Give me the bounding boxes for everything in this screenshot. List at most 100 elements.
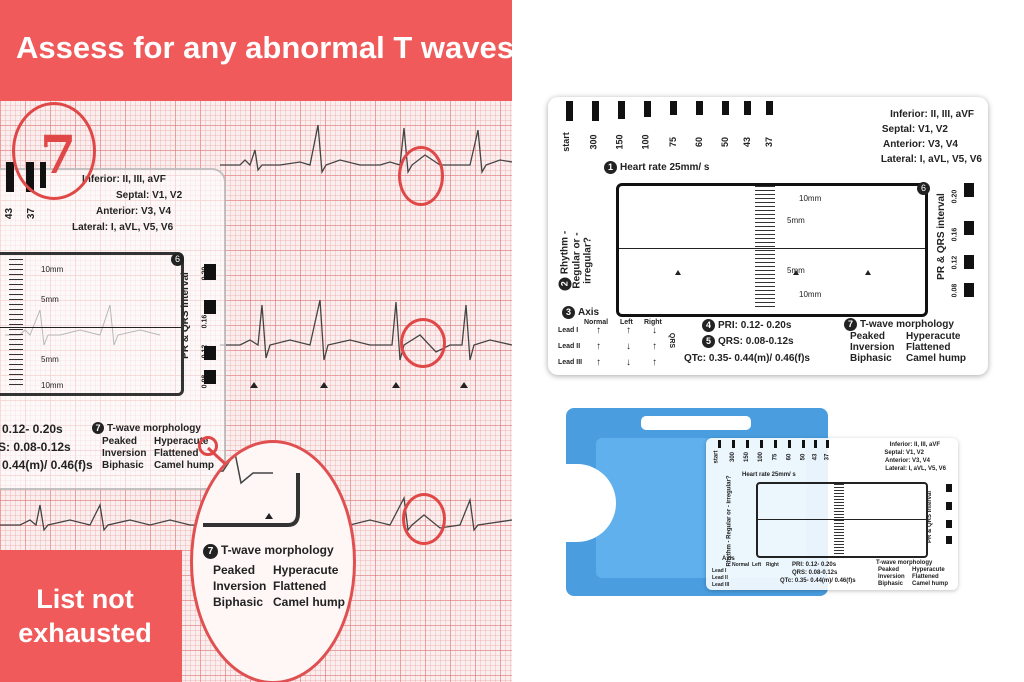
scale-label: 10mm [41, 381, 64, 390]
lead-lateral: Lateral: I, aVL, V5, V6 [880, 154, 982, 165]
lead-lateral: Lateral: I, aVL, V5, V6 [885, 466, 946, 472]
lead-inferior: Inferior: II, III, aVF [890, 109, 974, 120]
lead-inferior: Inferior: II, III, aVF [889, 442, 940, 448]
title-banner: Assess for any abnormal T waves [0, 0, 512, 101]
pri-partial: 0.12- 0.20s [2, 422, 63, 436]
ecg-ruler-card: start 300 150 100 75 60 50 43 37 Inferio… [548, 97, 988, 375]
axis-lead: Lead I [712, 568, 727, 574]
ecg-photo-panel: 43 37 Inferior: II, III, aVF Septal: V1,… [0, 0, 512, 682]
lead-septal: Septal: V1, V2 [884, 450, 924, 456]
qtc-value: QTc: 0.35- 0.44(m)/ 0.46(f)s [780, 578, 856, 584]
zoom-twave-item: Camel hump [273, 595, 346, 609]
ruler-bar [670, 101, 677, 115]
ruler-label: 300 [588, 134, 599, 150]
rhythm-box: 6 10mm 5mm 5mm 10mm [0, 252, 184, 396]
qrs-partial: S: 0.08-0.12s [0, 440, 71, 454]
ruler-bar [746, 440, 749, 448]
note-text: List not exhausted [18, 584, 152, 648]
circle-annotation-step [12, 102, 96, 200]
zoom-twave-item: Inversion [213, 579, 267, 593]
ruler-label: 75 [668, 136, 679, 148]
zoom-number-icon: 7 [203, 544, 218, 559]
ruler-bar [696, 101, 703, 115]
lead-septal: Septal: V1, V2 [116, 190, 183, 201]
scale-label: 5mm [787, 216, 805, 225]
ruler-bar [788, 440, 791, 448]
scale-ticks [755, 186, 775, 308]
circle-annotation-twave [402, 493, 446, 545]
zoom-card-outline [193, 451, 300, 527]
twave-item: Inversion [102, 448, 147, 459]
arrow-down-icon: ↓ [652, 325, 657, 336]
arrow-up-icon: ↑ [626, 325, 631, 336]
ruler-label: 100 [640, 134, 651, 150]
axis-header: Normal [584, 319, 609, 326]
handwritten-step-number: 7 [40, 125, 77, 186]
scale-label: 5mm [41, 295, 59, 304]
ecg-marker [460, 382, 468, 388]
ruler-bar [644, 101, 651, 117]
twave-item: Peaked [102, 436, 138, 447]
twave-item: Hyperacute [154, 436, 209, 447]
ruler-label: 37 [764, 136, 775, 148]
twave-item: Inversion [850, 342, 895, 353]
twave-item: Flattened [154, 448, 199, 459]
scale-label: 5mm [41, 355, 59, 364]
rhythm-box [756, 482, 928, 558]
ruler-label: 300 [730, 451, 737, 463]
axis-header: Right [644, 319, 662, 326]
side-value: 0.12 [951, 255, 959, 270]
axis-lead: Lead III [712, 582, 730, 588]
ruler-label: 43 [742, 136, 753, 148]
ruler-bar [718, 440, 721, 448]
side-bar [204, 346, 216, 360]
arrow-up-icon: ↑ [652, 341, 657, 352]
side-bar [946, 520, 952, 528]
twave-item: Biphasic [878, 581, 904, 587]
qrs-value: QRS: 0.08-0.12s [792, 570, 838, 576]
axis-header: Left [752, 562, 762, 568]
axis-lead: Lead II [712, 575, 728, 581]
side-bar [964, 255, 974, 269]
ruler-label: 60 [786, 453, 793, 461]
ruler-label: 43 [812, 453, 819, 461]
arrow-down-icon: ↓ [626, 357, 631, 368]
side-bar [204, 370, 216, 384]
side-value: 0.20 [951, 189, 959, 204]
ruler-bar [766, 101, 773, 115]
twave-item: Hyperacute [906, 331, 961, 342]
side-bar [204, 264, 216, 280]
box-marker [793, 270, 799, 275]
ecg-card-in-holder: start 300 150 100 75 60 50 43 37 Inferio… [706, 438, 958, 590]
ecg-trace-2 [220, 299, 512, 361]
twave-item: Flattened [912, 574, 939, 580]
step-7-icon: 7 [844, 318, 857, 331]
arrow-down-icon: ↓ [626, 341, 631, 352]
twave-item: Flattened [906, 342, 951, 353]
circle-annotation-twave [400, 318, 446, 368]
twave-title: T-wave morphology [876, 560, 933, 566]
twave-item: Peaked [850, 331, 886, 342]
ecg-marker [392, 382, 400, 388]
twave-item: Peaked [878, 567, 900, 573]
lead-inferior: Inferior: II, III, aVF [82, 174, 166, 185]
ruler-bar [592, 101, 599, 121]
side-value: 0.08 [951, 283, 959, 298]
side-bar [964, 221, 974, 235]
ruler-label: 60 [694, 136, 705, 148]
step-number-icon: 7 [92, 422, 104, 434]
side-bar [946, 502, 952, 510]
step-2-icon: 2 [558, 277, 572, 291]
step-1-icon: 1 [604, 161, 617, 174]
ruler-bar [722, 101, 729, 115]
ruler-bar [826, 440, 829, 448]
circle-annotation-small [198, 436, 218, 456]
step-5-icon: 5 [702, 335, 715, 348]
rhythm-label: Rhythm - Regular or - irregular? [726, 475, 733, 567]
qtc-partial: 0.44(m)/ 0.46(f)s [2, 458, 93, 472]
ruler-bar [618, 101, 625, 119]
arrow-up-icon: ↑ [652, 357, 657, 368]
scale-ticks [9, 259, 23, 387]
